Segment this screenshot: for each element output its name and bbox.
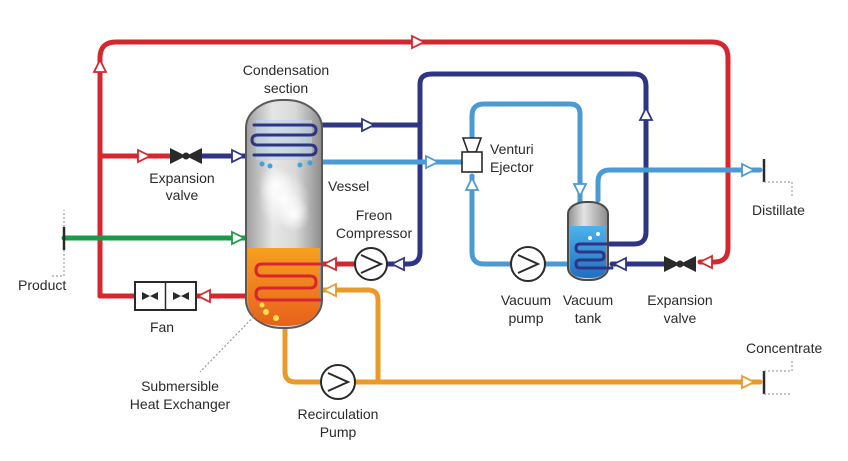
arrow-left-red-icon xyxy=(195,288,211,304)
fan-icon xyxy=(134,281,197,311)
leader-lines xyxy=(52,181,793,395)
condensation-label-line1: Condensation xyxy=(243,62,329,78)
arrow-left-orange-icon xyxy=(321,282,337,298)
product-label: Product xyxy=(18,277,66,293)
venturi-ejector-icon xyxy=(461,137,483,173)
vacuum-pump-icon xyxy=(510,246,546,282)
vacuum-tank-label-line2: tank xyxy=(575,310,602,326)
product-line xyxy=(61,227,249,250)
arrow-up-red-icon xyxy=(92,57,108,73)
freon-compressor-icon xyxy=(354,247,388,281)
fan-label: Fan xyxy=(150,319,174,335)
venturi-label-line2: Ejector xyxy=(490,159,534,175)
arrow-right-red-icon xyxy=(137,148,153,164)
labels: Condensation section Expansion valve Ves… xyxy=(18,62,822,440)
expansion-valve-left-label-line2: valve xyxy=(166,187,199,203)
expansion-valve-right-label-line2: valve xyxy=(664,310,697,326)
arrow-up-navy-icon xyxy=(638,105,654,121)
venturi-label-line1: Venturi xyxy=(490,141,534,157)
arrow-right-orange-icon xyxy=(741,374,757,390)
condenser-coil xyxy=(250,120,318,169)
vacuum-tank xyxy=(567,201,614,281)
expansion-valve-right-label-line1: Expansion xyxy=(647,292,712,308)
recirculation-pump-label-line2: Pump xyxy=(320,424,357,440)
vessel-label: Vessel xyxy=(328,178,369,194)
arrow-left-red-icon xyxy=(697,254,713,270)
submersible-heat-exchanger xyxy=(254,262,322,321)
condensation-label-line2: section xyxy=(264,80,308,96)
vacuum-pump-label-line2: pump xyxy=(508,310,543,326)
arrow-right-red-icon xyxy=(411,34,427,50)
freon-compressor-label-line1: Freon xyxy=(356,207,393,223)
arrow-right-blue-icon xyxy=(425,154,441,170)
submersible-label-line2: Heat Exchanger xyxy=(130,396,231,412)
flow-arrows xyxy=(92,34,757,390)
concentrate-loop xyxy=(282,287,766,394)
arrow-left-red-icon xyxy=(321,256,337,272)
recirculation-pump-label-line1: Recirculation xyxy=(298,406,379,422)
distillate-label: Distillate xyxy=(752,202,805,218)
concentrate-label: Concentrate xyxy=(746,340,822,356)
arrow-up-blue-icon xyxy=(464,175,480,191)
cold-refrigerant-loop xyxy=(197,71,667,267)
submersible-label-line1: Submersible xyxy=(141,378,219,394)
expansion-valve-left-label-line1: Expansion xyxy=(149,170,214,186)
vacuum-pump-label-line1: Vacuum xyxy=(501,292,551,308)
arrow-right-blue-icon xyxy=(741,162,757,178)
arrow-right-navy-icon xyxy=(231,148,247,164)
recirculation-pump-icon xyxy=(320,364,356,400)
expansion-valve-right-icon xyxy=(664,256,696,272)
vacuum-tank-label-line1: Vacuum xyxy=(563,292,613,308)
arrow-down-blue-icon xyxy=(572,183,588,199)
arrow-left-navy-icon xyxy=(611,256,627,272)
arrow-right-navy-icon xyxy=(361,117,377,133)
arrow-right-green-icon xyxy=(231,230,247,246)
freon-compressor-label-line2: Compressor xyxy=(336,225,413,241)
expansion-valve-left-icon xyxy=(170,148,202,164)
arrow-left-navy-icon xyxy=(389,256,405,272)
